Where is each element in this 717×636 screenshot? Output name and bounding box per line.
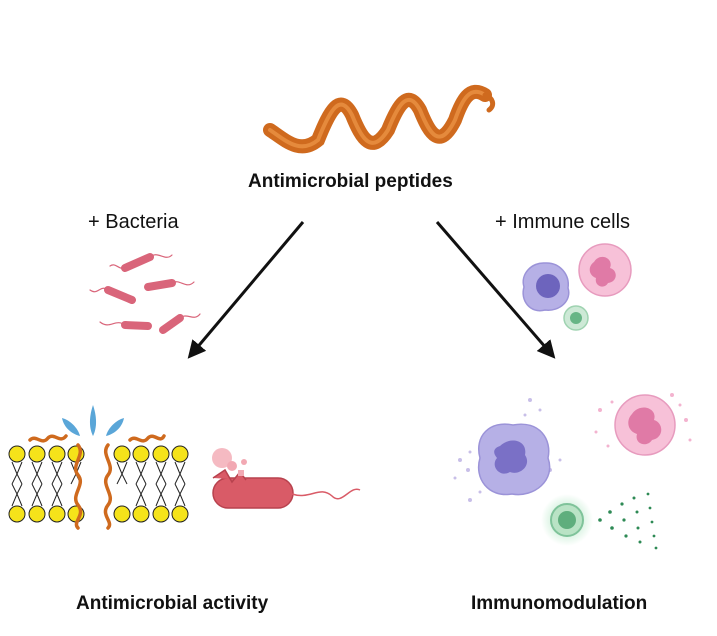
immune-cell-icon (522, 243, 632, 331)
arrow-to-antimicrobial (187, 221, 305, 359)
left-condition-label: + Bacteria (88, 211, 179, 233)
helix-peptide-icon (263, 84, 496, 154)
damaged-bacterium-icon (212, 448, 361, 509)
rod-bacteria-icon (89, 253, 201, 334)
left-outcome-label: Antimicrobial activity (76, 593, 269, 614)
arrow-to-immunomodulation (435, 221, 556, 359)
right-outcome-label: Immunomodulation (471, 593, 648, 614)
lipid-bilayer-icon (8, 405, 189, 530)
right-condition-label: + Immune cells (495, 211, 631, 233)
diagram-title: Antimicrobial peptides (248, 171, 453, 192)
activated-immune-cells (453, 393, 692, 550)
